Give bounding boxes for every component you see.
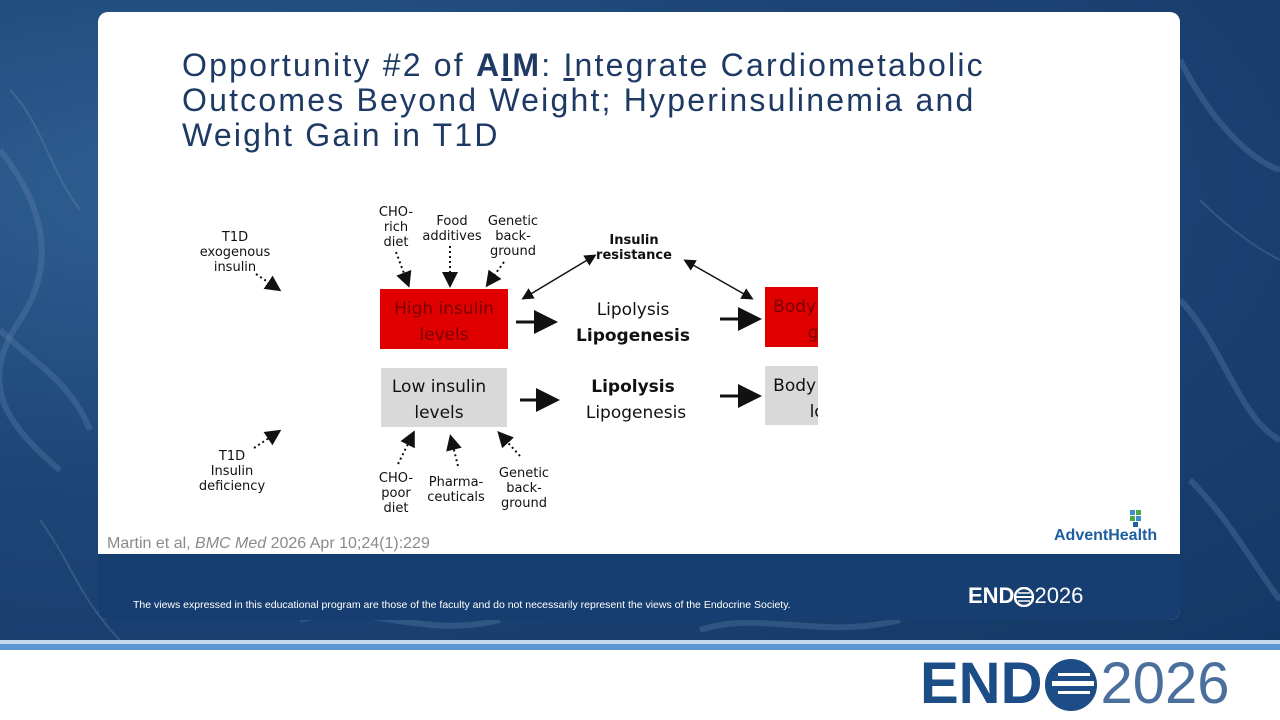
adventhealth-mark-icon: AdventHealth [1054,510,1157,544]
arrow-cho-poor-to-low [397,430,415,465]
input-cho-rich-line1: CHO- [379,205,413,220]
disclaimer-text: The views expressed in this educational … [133,599,791,611]
input-t1d-exogenous-line1: T1D [221,230,248,245]
low-insulin-line1: Low insulin [392,377,486,397]
high-insulin-line2: levels [419,325,468,345]
globe-icon [1014,587,1035,608]
high-insulin-line1: High insulin [394,299,494,319]
endo-small-text: END [968,583,1015,608]
low-insulin-box [381,368,507,427]
input-pharma-line1: Pharma- [429,475,484,490]
weight-gain-line2: gain [808,323,818,343]
input-genetic-bottom-line3: ground [501,496,547,511]
input-genetic-top-line2: back- [495,229,531,244]
lipogenesis-top: Lipogenesis [576,326,690,346]
insulin-weight-diagram: T1D exogenous insulin CHO- rich diet Foo… [199,205,818,516]
endo-large-text: END [920,651,1043,716]
arrow-pharma-to-low [446,434,462,467]
arrow-high-resistance [521,254,597,300]
input-t1d-deficiency-line1: T1D [218,449,245,464]
input-genetic-bottom-line1: Genetic [499,466,549,481]
lipogenesis-bottom: Lipogenesis [586,403,686,423]
input-t1d-deficiency-line3: deficiency [199,479,266,494]
insulin-resistance-line2: resistance [596,248,672,263]
arrow-t1d-deficiency-to-low [253,429,282,449]
input-cho-poor-line2: poor [381,486,411,501]
divider-stripe-blue [0,644,1280,650]
input-cho-rich-line3: diet [384,235,409,250]
background-vessels [0,58,1280,641]
weight-loss-line1: Body weight [773,376,818,396]
endo-logo-large: END 2026 [920,652,1230,718]
input-t1d-exogenous-line3: insulin [214,260,256,275]
weight-gain-box [765,287,818,347]
slide-footer: The views expressed in this educational … [98,554,1180,620]
input-t1d-deficiency-line2: Insulin [211,464,254,479]
citation: Martin et al, BMC Med 2026 Apr 10;24(1):… [107,535,430,552]
insulin-resistance-line1: Insulin [609,233,658,248]
adventhealth-logo: AdventHealth [1054,510,1172,547]
endo-small-year: 2026 [1034,583,1084,608]
lipolysis-top: Lipolysis [597,300,670,320]
input-t1d-exogenous-line2: exogenous [200,245,271,260]
arrow-genetic-to-low [497,431,521,457]
weight-gain-line1: Body weight [773,297,818,317]
endo-logo-small: END 2026 [968,583,1083,609]
weight-loss-line2: loss [810,402,818,422]
input-genetic-top-line1: Genetic [488,214,538,229]
weight-loss-box [765,366,818,425]
arrow-genetic-to-high [485,261,505,288]
input-food-additives-line1: Food [436,214,467,229]
low-insulin-line2: levels [414,403,463,423]
arrow-resistance-weight [683,259,754,300]
input-genetic-top-line3: ground [490,244,536,259]
slide-card: Opportunity #2 of AIM: Integrate Cardiom… [98,12,1180,620]
input-cho-rich-line2: rich [384,220,408,235]
input-cho-poor-line1: CHO- [379,471,413,486]
input-food-additives-line2: additives [422,229,481,244]
adventhealth-wordmark: AdventHealth [1054,527,1157,542]
globe-large-icon [1045,658,1098,711]
slide-title: Opportunity #2 of AIM: Integrate Cardiom… [182,47,985,153]
arrow-cho-to-high [395,251,412,288]
input-pharma-line2: ceuticals [427,490,485,505]
input-cho-poor-line3: diet [384,501,409,516]
high-insulin-box [380,289,508,349]
input-genetic-bottom-line2: back- [506,481,542,496]
divider-stripe [0,640,1280,644]
endo-large-year: 2026 [1100,651,1230,716]
arrow-t1d-to-high [255,273,282,292]
lipolysis-bottom: Lipolysis [591,377,674,397]
